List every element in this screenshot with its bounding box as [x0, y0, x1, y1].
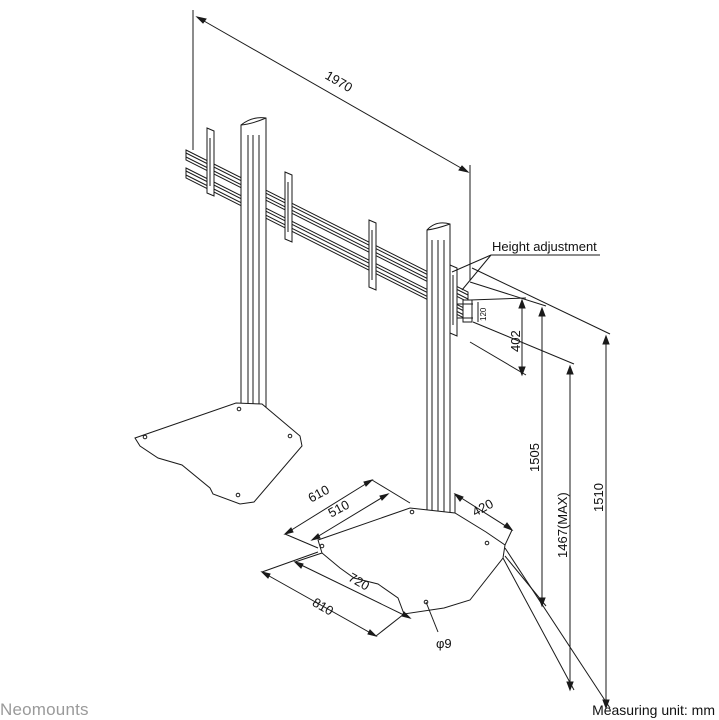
dimension-402 [469, 297, 527, 377]
dimension-810 [260, 551, 405, 637]
height-adjuster [457, 299, 473, 323]
horizontal-rail [185, 149, 469, 321]
brand-logo-text: Neomounts [0, 700, 89, 719]
label-callout: Height adjustment [492, 239, 597, 254]
callout-leader [451, 254, 600, 291]
label-adjust-range: 402 [508, 330, 523, 352]
label-height-1505: 1505 [527, 443, 542, 472]
hole-leader [425, 601, 439, 633]
label-height-1510: 1510 [591, 483, 606, 512]
measuring-unit: Measuring unit: mm [592, 702, 715, 718]
label-base-depth-front: 610 [306, 482, 332, 505]
vesa-bracket-3 [368, 219, 377, 291]
vesa-bracket-4 [449, 264, 458, 337]
right-base-plate [317, 507, 506, 615]
vesa-bracket-1 [206, 127, 215, 197]
dimension-1970 [192, 10, 471, 280]
dimension-610 [283, 479, 411, 549]
label-hole: φ9 [436, 636, 452, 651]
vesa-bracket-2 [284, 171, 293, 243]
label-base-depth-inner: 510 [326, 497, 352, 520]
left-base-plate [134, 402, 303, 505]
dimension-1467 [472, 321, 575, 692]
label-overall-width: 1970 [323, 68, 356, 95]
right-column [426, 222, 451, 541]
dimension-420 [453, 492, 514, 546]
dimension-1505 [469, 281, 547, 608]
dimension-510 [310, 493, 390, 541]
label-height-max: 1467(MAX) [555, 492, 570, 558]
label-base-side: 420 [470, 496, 496, 519]
label-bracket-step: 120 [479, 307, 488, 321]
dimension-720 [293, 552, 412, 619]
dimension-1510 [471, 267, 611, 710]
left-column [240, 117, 267, 441]
label-base-width-outer: 810 [310, 595, 336, 619]
